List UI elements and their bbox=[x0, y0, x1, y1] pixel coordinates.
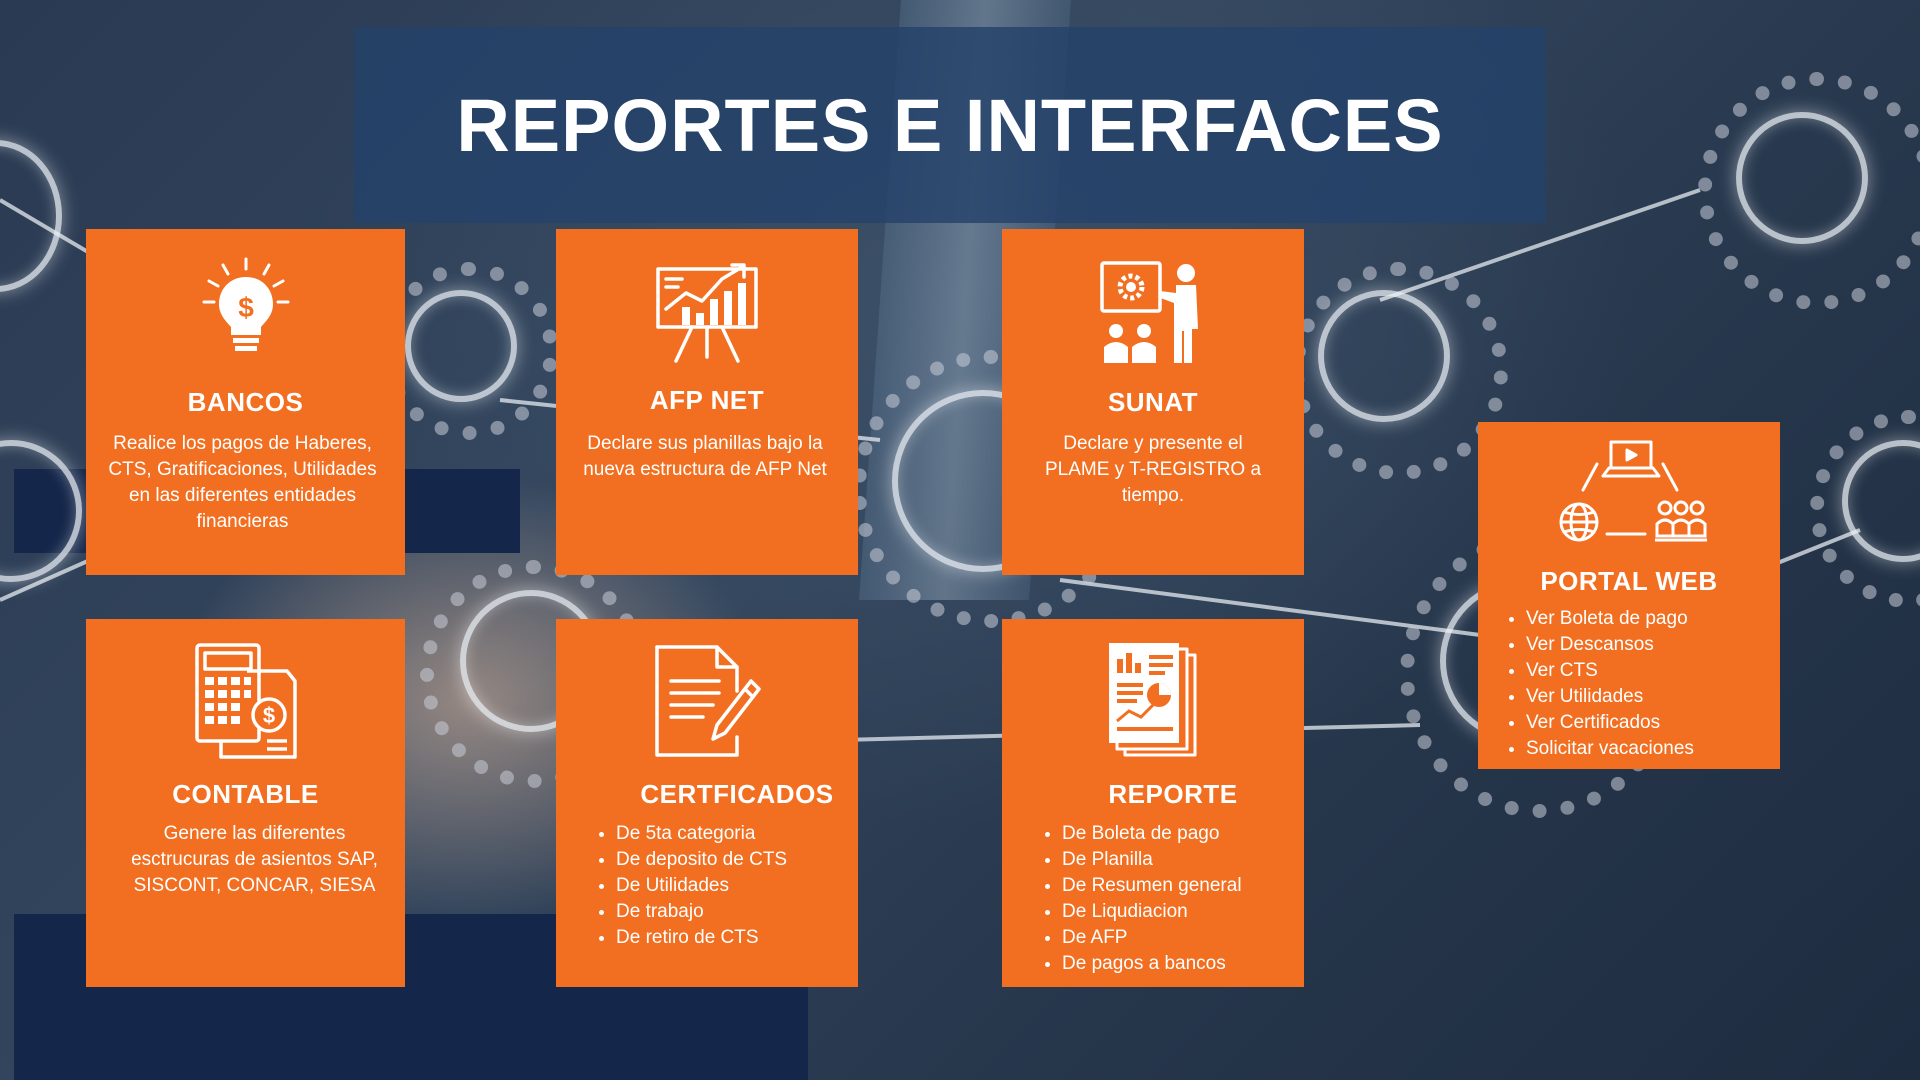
list-item: Solicitar vacaciones bbox=[1526, 736, 1694, 762]
presentation-chart-icon bbox=[556, 255, 858, 365]
list-item: De Utilidades bbox=[616, 873, 787, 899]
reporte-list: De Boleta de pago De Planilla De Resumen… bbox=[1036, 821, 1242, 977]
laptop-globe-people-icon bbox=[1478, 436, 1780, 552]
list-item: De trabajo bbox=[616, 899, 787, 925]
lightbulb-dollar-icon: $ bbox=[86, 257, 405, 357]
list-item: Ver Boleta de pago bbox=[1526, 606, 1694, 632]
list-item: Ver CTS bbox=[1526, 658, 1694, 684]
card-title: AFP NET bbox=[649, 385, 765, 415]
list-item: Ver Certificados bbox=[1526, 710, 1694, 736]
portal-list: Ver Boleta de pago Ver Descansos Ver CTS… bbox=[1500, 606, 1694, 762]
card-title: PORTAL WEB bbox=[1540, 566, 1718, 596]
card-title: REPORTE bbox=[1108, 779, 1238, 809]
list-item: De AFP bbox=[1062, 925, 1242, 951]
list-item: Ver Utilidades bbox=[1526, 684, 1694, 710]
page-title: REPORTES E INTERFACES bbox=[456, 83, 1444, 167]
list-item: De Planilla bbox=[1062, 847, 1242, 873]
certificados-list: De 5ta categoria De deposito de CTS De U… bbox=[590, 821, 787, 951]
ring-top-right bbox=[1736, 112, 1868, 244]
card-afp-net: AFP NET Declare sus planillas bajo la nu… bbox=[556, 229, 858, 575]
list-item: Ver Descansos bbox=[1526, 632, 1694, 658]
card-title: SUNAT bbox=[1107, 387, 1199, 417]
card-description: Realice los pagos de Haberes, CTS, Grati… bbox=[108, 433, 377, 532]
svg-text:$: $ bbox=[262, 703, 274, 728]
ring-left-mid bbox=[405, 290, 517, 402]
list-item: De Resumen general bbox=[1062, 873, 1242, 899]
card-sunat: SUNAT Declare y presente el PLAME y T-RE… bbox=[1002, 229, 1304, 575]
presenter-audience-icon bbox=[1002, 259, 1304, 369]
card-description: Declare sus planillas bajo la nueva estr… bbox=[583, 433, 827, 480]
card-title: BANCOS bbox=[187, 387, 304, 417]
card-reporte: REPORTE De Boleta de pago De Planilla De… bbox=[1002, 619, 1304, 987]
card-title: CERTFICADOS bbox=[640, 779, 834, 809]
ring-mid-right bbox=[1318, 290, 1450, 422]
document-pen-icon bbox=[556, 641, 858, 761]
report-charts-icon bbox=[1002, 641, 1304, 761]
card-bancos: $ BANCOS Realice los pagos de Haberes, C… bbox=[86, 229, 405, 575]
list-item: De 5ta categoria bbox=[616, 821, 787, 847]
card-contable: $ CONTABLE Genere las diferentes esctruc… bbox=[86, 619, 405, 987]
svg-text:$: $ bbox=[238, 292, 254, 323]
list-item: De retiro de CTS bbox=[616, 925, 787, 951]
card-description: Declare y presente el PLAME y T-REGISTRO… bbox=[1044, 433, 1262, 506]
list-item: De Boleta de pago bbox=[1062, 821, 1242, 847]
card-certificados: CERTFICADOS De 5ta categoria De deposito… bbox=[556, 619, 858, 987]
list-item: De pagos a bancos bbox=[1062, 951, 1242, 977]
card-portal-web: PORTAL WEB Ver Boleta de pago Ver Descan… bbox=[1478, 422, 1780, 769]
list-item: De Liqudiacion bbox=[1062, 899, 1242, 925]
calculator-invoice-icon: $ bbox=[86, 641, 405, 761]
title-bar: REPORTES E INTERFACES bbox=[354, 27, 1546, 223]
card-title: CONTABLE bbox=[172, 779, 319, 809]
card-description: Genere las diferentes esctrucuras de asi… bbox=[131, 823, 378, 896]
list-item: De deposito de CTS bbox=[616, 847, 787, 873]
